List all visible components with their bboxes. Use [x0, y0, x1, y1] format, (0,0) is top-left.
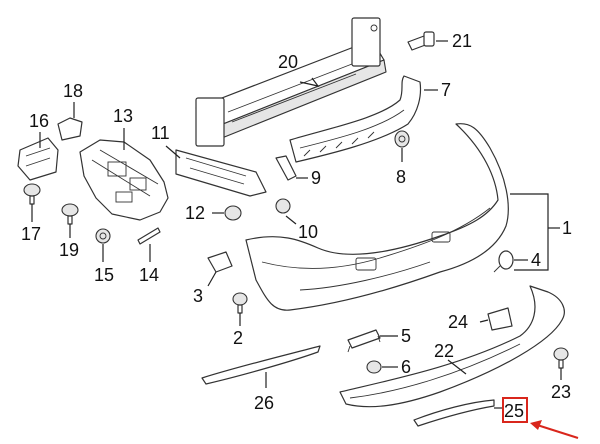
part-6-screw[interactable]: [366, 360, 382, 374]
callout-11: 11: [151, 123, 170, 143]
leader-20: [299, 77, 320, 87]
callout-22: 22: [434, 341, 454, 361]
callout-12: 12: [185, 203, 205, 223]
highlight-box: [502, 397, 528, 423]
part-17-screw[interactable]: [23, 183, 41, 205]
part-3-retainer[interactable]: [207, 251, 233, 273]
highlight-arrow-shaft: [533, 423, 579, 439]
part-5-bracket[interactable]: [347, 329, 381, 353]
callout-26: 26: [254, 393, 274, 413]
part-25-molding-strip[interactable]: [413, 399, 495, 427]
leader-lines: [31, 40, 562, 409]
callout-18: 18: [63, 81, 83, 101]
part-14-pin[interactable]: [137, 227, 161, 245]
leader-3: [207, 271, 217, 287]
part-23-screw[interactable]: [553, 347, 569, 369]
callout-2: 2: [233, 328, 243, 348]
callout-7: 7: [441, 80, 451, 100]
callout-8: 8: [396, 167, 406, 187]
part-7-absorber[interactable]: [289, 75, 422, 163]
callout-1: 1: [562, 218, 572, 238]
part-11-side-bracket[interactable]: [175, 149, 267, 197]
leader-11: [165, 145, 181, 159]
part-16-side-bracket[interactable]: [17, 137, 59, 181]
callout-23: 23: [551, 382, 571, 402]
callout-3: 3: [193, 286, 203, 306]
highlight-25: [502, 397, 579, 439]
part-15-nut[interactable]: [95, 228, 111, 244]
leader-24: [479, 319, 489, 323]
callout-14: 14: [139, 265, 159, 285]
part-26-reflector-strip[interactable]: [201, 345, 321, 385]
part-22-lower-valance[interactable]: [339, 285, 565, 408]
callout-labels: 20 21 7 8 9 11 13 16 18 17 19 15 14 12 1…: [21, 31, 572, 421]
part-19-screw[interactable]: [61, 203, 79, 225]
part-24-bracket[interactable]: [487, 307, 513, 331]
part-2-screw[interactable]: [232, 292, 248, 314]
callout-19: 19: [59, 240, 79, 260]
leader-1: [510, 193, 549, 271]
callout-5: 5: [401, 326, 411, 346]
callout-15: 15: [94, 265, 114, 285]
leader-22: [447, 359, 467, 375]
callout-25: 25: [504, 401, 524, 421]
part-20-reinforcement-bar[interactable]: [195, 17, 387, 147]
callout-13: 13: [113, 106, 133, 126]
part-13-guide-bracket[interactable]: [79, 139, 169, 221]
callout-9: 9: [311, 168, 321, 188]
part-18-retainer[interactable]: [57, 117, 83, 141]
part-4-sensor[interactable]: [493, 250, 514, 273]
callout-6: 6: [401, 357, 411, 377]
highlight-arrow-head: [530, 420, 542, 430]
part-8-nut[interactable]: [394, 130, 410, 148]
part-9-clip[interactable]: [275, 155, 297, 181]
part-21-bolt[interactable]: [407, 31, 435, 51]
callout-17: 17: [21, 224, 41, 244]
part-10-nut[interactable]: [275, 198, 291, 214]
callout-21: 21: [452, 31, 472, 51]
part-1-bumper-cover[interactable]: [245, 123, 509, 311]
callout-20: 20: [278, 52, 298, 72]
callout-10: 10: [298, 222, 318, 242]
callout-24: 24: [448, 312, 468, 332]
callout-4: 4: [531, 250, 541, 270]
callout-16: 16: [29, 111, 49, 131]
leader-10: [285, 215, 297, 225]
part-12-nut[interactable]: [224, 205, 242, 221]
